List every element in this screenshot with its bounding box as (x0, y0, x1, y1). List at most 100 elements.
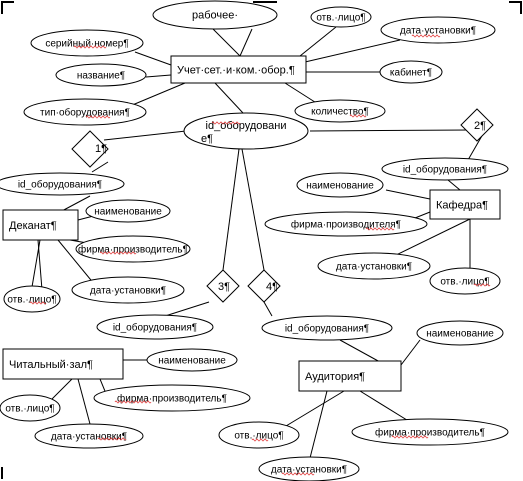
attribute-label: отв.·лицо¶ (316, 13, 365, 24)
connector-line (103, 130, 187, 141)
attribute-c-data: дата·установки¶ (34, 423, 144, 449)
attribute-label: отв.·лицо¶ (440, 277, 489, 288)
attribute-ellipse (55, 63, 147, 87)
attribute-label: тип·оборудования¶ (40, 107, 130, 119)
attribute-d-data: дата·установки¶ (71, 276, 185, 304)
attribute-ellipse (0, 394, 61, 422)
relationship-label: 4¶ (266, 281, 278, 293)
attribute-u-kab: кабинет¶ (379, 60, 443, 84)
attribute-ellipse (3, 285, 61, 313)
relationship-label: 3¶ (218, 281, 230, 293)
connector-line (222, 148, 240, 271)
attribute-label: отв.·лицо¶ (234, 431, 283, 442)
connector-line (77, 378, 91, 425)
relationship-label: 2¶ (474, 120, 486, 132)
spellcheck-underline (114, 400, 152, 404)
attribute-u-otv: отв.·лицо¶ (310, 6, 372, 28)
attribute-a-id: id_оборудования¶ (261, 315, 393, 341)
attribute-ellipse (258, 456, 360, 481)
connector-line (161, 301, 210, 318)
entity-box (2, 348, 124, 380)
attribute-label: наименование (426, 329, 494, 340)
spellcheck-underline (73, 45, 107, 49)
relationship-diamond (71, 130, 109, 168)
attribute-ellipse (379, 60, 443, 84)
attribute-label: отв.·лицо¶ (5, 404, 54, 415)
attribute-c-naim: наименование (146, 348, 238, 372)
attribute-label: наименование (94, 207, 162, 218)
relationship-diamond (247, 269, 281, 303)
diagram-nodes: рабочее· отв.·лицо¶ дата·установки¶ серийны… (0, 0, 509, 481)
attribute-label: id_оборудования¶ (285, 323, 369, 335)
attribute-ellipse (317, 252, 431, 280)
attribute-k-firma: фирма·производителя¶ (264, 211, 428, 237)
attribute-label: дата·установки¶ (336, 262, 412, 273)
relationship-r1: 1¶ (71, 130, 109, 168)
attribute-label: id_оборудования¶ (403, 164, 487, 176)
attribute-ellipse (264, 211, 428, 237)
connector-line (129, 82, 186, 107)
entity-label: Аудитория¶ (305, 371, 365, 383)
attribute-ellipse (381, 157, 509, 181)
attribute-ellipse (85, 199, 171, 223)
attribute-ellipse (96, 314, 214, 340)
entity-label: Кафедра¶ (436, 200, 488, 212)
connector-line (239, 28, 253, 57)
attribute-c-firma: фирма·производитель¶ (93, 384, 251, 412)
connector-line (59, 195, 91, 213)
attribute-ellipse (146, 348, 238, 372)
attribute-u-data: дата·установки¶ (380, 16, 496, 44)
connector-line (134, 51, 172, 66)
spellcheck-underline (391, 435, 429, 439)
attribute-k-naim: наименование (296, 172, 384, 198)
spellcheck-underline (97, 437, 127, 441)
spellcheck-underline (85, 115, 111, 119)
attribute-ellipse (416, 320, 504, 346)
attribute-label: количество¶ (311, 107, 369, 118)
attribute-d-naim: наименование (85, 199, 171, 223)
attribute-ellipse (261, 315, 393, 341)
connector-line (467, 133, 484, 161)
connector-line (309, 129, 471, 132)
attribute-k-data: дата·установки¶ (317, 252, 431, 280)
spellcheck-underline (473, 283, 491, 287)
attribute-label: дата·установки¶ (271, 465, 347, 476)
relationship-r3: 3¶ (206, 269, 240, 303)
attribute-k-otv: отв.·лицо¶ (429, 267, 501, 295)
attribute-label: id_оборудования¶ (18, 179, 102, 191)
connector-line (304, 39, 401, 63)
attribute-label: фирма·производитель¶ (375, 427, 485, 439)
connector-line (241, 148, 265, 271)
attribute-ellipse (23, 98, 147, 126)
attribute-ellipse (380, 16, 496, 44)
relationship-r2: 2¶ (460, 108, 494, 142)
attribute-a-data: дата·установки¶ (258, 456, 360, 481)
attribute-ellipse (429, 267, 501, 295)
attribute-c-otv: отв.·лицо¶ (0, 394, 61, 422)
connector-line (309, 390, 328, 459)
connector-line (400, 339, 421, 366)
entity-chit-zal: Читальный·зал¶ (2, 348, 124, 380)
relationship-diamond (460, 108, 494, 142)
attribute-label: отв.·лицо¶ (7, 295, 56, 306)
attribute-ellipse (0, 172, 125, 196)
attribute-u-ser: серийный·номер¶ (30, 29, 144, 57)
spellcheck-underline (29, 301, 47, 305)
attribute-ellipse (152, 0, 278, 30)
spellcheck-underline (349, 114, 367, 118)
entity-box (429, 189, 501, 220)
attribute-label: наименование (158, 356, 226, 367)
attribute-label: рабочее· (192, 10, 238, 22)
connector-line (285, 390, 345, 427)
attribute-label: дата·установки¶ (400, 26, 476, 37)
attribute-k-id: id_оборудования¶ (381, 157, 509, 181)
attribute-label: фирма·производитель¶ (78, 244, 188, 256)
attribute-label: id_оборудования¶ (113, 322, 197, 334)
entity-label: Читальный·зал¶ (9, 359, 93, 371)
attribute-a-otv: отв.·лицо¶ (218, 421, 300, 449)
attribute-label: фирма·производителя¶ (291, 219, 401, 231)
attribute-d-id: id_оборудования¶ (0, 172, 125, 196)
connector-line (299, 26, 337, 57)
